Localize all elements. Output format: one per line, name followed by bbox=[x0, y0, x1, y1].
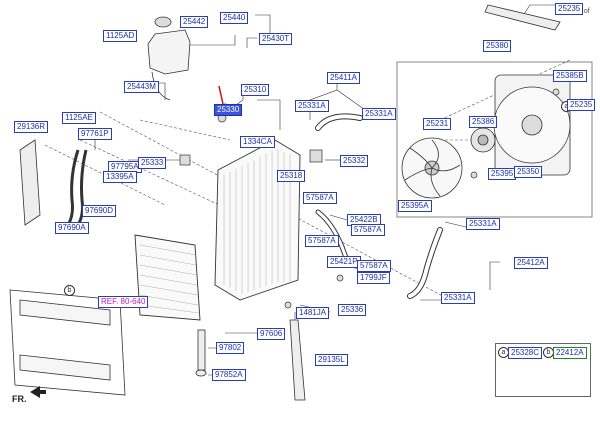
brackets bbox=[195, 319, 306, 401]
part-29136R[interactable]: 29136R bbox=[14, 121, 49, 133]
part-1334CA[interactable]: 1334CA bbox=[240, 136, 275, 148]
part-13395A[interactable]: 13395A bbox=[103, 171, 137, 183]
part-25380[interactable]: 25380 bbox=[483, 40, 512, 52]
clips bbox=[179, 88, 560, 309]
part-25231[interactable]: 25231 bbox=[423, 118, 452, 130]
part-57587A-c[interactable]: 57587A bbox=[305, 235, 339, 247]
part-25331A-c[interactable]: 25331A bbox=[466, 218, 500, 230]
part-25310[interactable]: 25310 bbox=[241, 84, 270, 96]
reservoir-tank bbox=[147, 16, 191, 101]
part-97852A[interactable]: 97852A bbox=[212, 369, 246, 381]
part-25386[interactable]: 25386 bbox=[469, 116, 498, 128]
part-57587A-b[interactable]: 57587A bbox=[351, 224, 385, 236]
condenser bbox=[134, 234, 201, 321]
part-97690A[interactable]: 97690A bbox=[55, 222, 89, 234]
part-25412A[interactable]: 25412A bbox=[514, 257, 548, 269]
front-arrow-icon bbox=[30, 386, 46, 398]
oil-cooler-pipes bbox=[66, 149, 88, 226]
part-25440[interactable]: 25440 bbox=[220, 12, 249, 24]
part-25235-mid[interactable]: 25235 bbox=[567, 99, 596, 111]
fan-shroud bbox=[493, 74, 571, 176]
part-1481JA[interactable]: 1481JA bbox=[296, 307, 330, 319]
part-25442[interactable]: 25442 bbox=[180, 16, 209, 28]
part-25333[interactable]: 25333 bbox=[138, 157, 167, 169]
part-29135L[interactable]: 29135L bbox=[315, 354, 348, 366]
part-57587A-a[interactable]: 57587A bbox=[303, 192, 337, 204]
part-25336[interactable]: 25336 bbox=[338, 304, 367, 316]
part-25331A-b[interactable]: 25331A bbox=[362, 108, 396, 120]
fan-blade bbox=[401, 137, 463, 199]
carrier-frame bbox=[9, 289, 126, 396]
part-1125AD[interactable]: 1125AD bbox=[103, 30, 138, 42]
part-25395[interactable]: 25395 bbox=[488, 168, 517, 180]
part-25330-highlighted[interactable]: 25330 bbox=[214, 104, 243, 116]
part-97761P[interactable]: 97761P bbox=[78, 128, 112, 140]
part-1125AE[interactable]: 1125AE bbox=[62, 112, 96, 124]
part-25421P[interactable]: 25421P bbox=[327, 256, 361, 268]
part-25430T[interactable]: 25430T bbox=[259, 33, 293, 45]
callout-letter-b: b bbox=[64, 285, 75, 296]
front-label: FR. bbox=[12, 394, 27, 404]
reference-80-640[interactable]: REF. 80-640 bbox=[98, 296, 149, 308]
part-25350[interactable]: 25350 bbox=[514, 166, 543, 178]
part-57587A-d[interactable]: 57587A bbox=[357, 260, 391, 272]
part-25332[interactable]: 25332 bbox=[340, 155, 369, 167]
page-indicator: 1 of bbox=[578, 8, 590, 15]
part-97802[interactable]: 97802 bbox=[216, 342, 245, 354]
radiator bbox=[214, 139, 301, 301]
fan-assembly-frame bbox=[396, 61, 593, 218]
legend-part-a[interactable]: 25328C bbox=[508, 347, 543, 359]
part-25385B[interactable]: 25385B bbox=[553, 70, 587, 82]
part-25411A[interactable]: 25411A bbox=[327, 72, 360, 84]
part-1799JF[interactable]: 1799JF bbox=[357, 272, 390, 284]
part-97606[interactable]: 97606 bbox=[257, 328, 286, 340]
air-guard bbox=[19, 139, 41, 226]
part-25318[interactable]: 25318 bbox=[277, 170, 306, 182]
part-97690D[interactable]: 97690D bbox=[82, 205, 117, 217]
legend-part-b[interactable]: 22412A bbox=[553, 347, 587, 359]
part-25235-top[interactable]: 25235 bbox=[555, 3, 584, 15]
top-bracket bbox=[484, 4, 561, 31]
part-25443M[interactable]: 25443M bbox=[124, 81, 159, 93]
fan-motor bbox=[470, 127, 496, 153]
part-25395A[interactable]: 25395A bbox=[398, 200, 432, 212]
part-25331A-a[interactable]: 25331A bbox=[295, 100, 329, 112]
part-25331A-d[interactable]: 25331A bbox=[441, 292, 475, 304]
